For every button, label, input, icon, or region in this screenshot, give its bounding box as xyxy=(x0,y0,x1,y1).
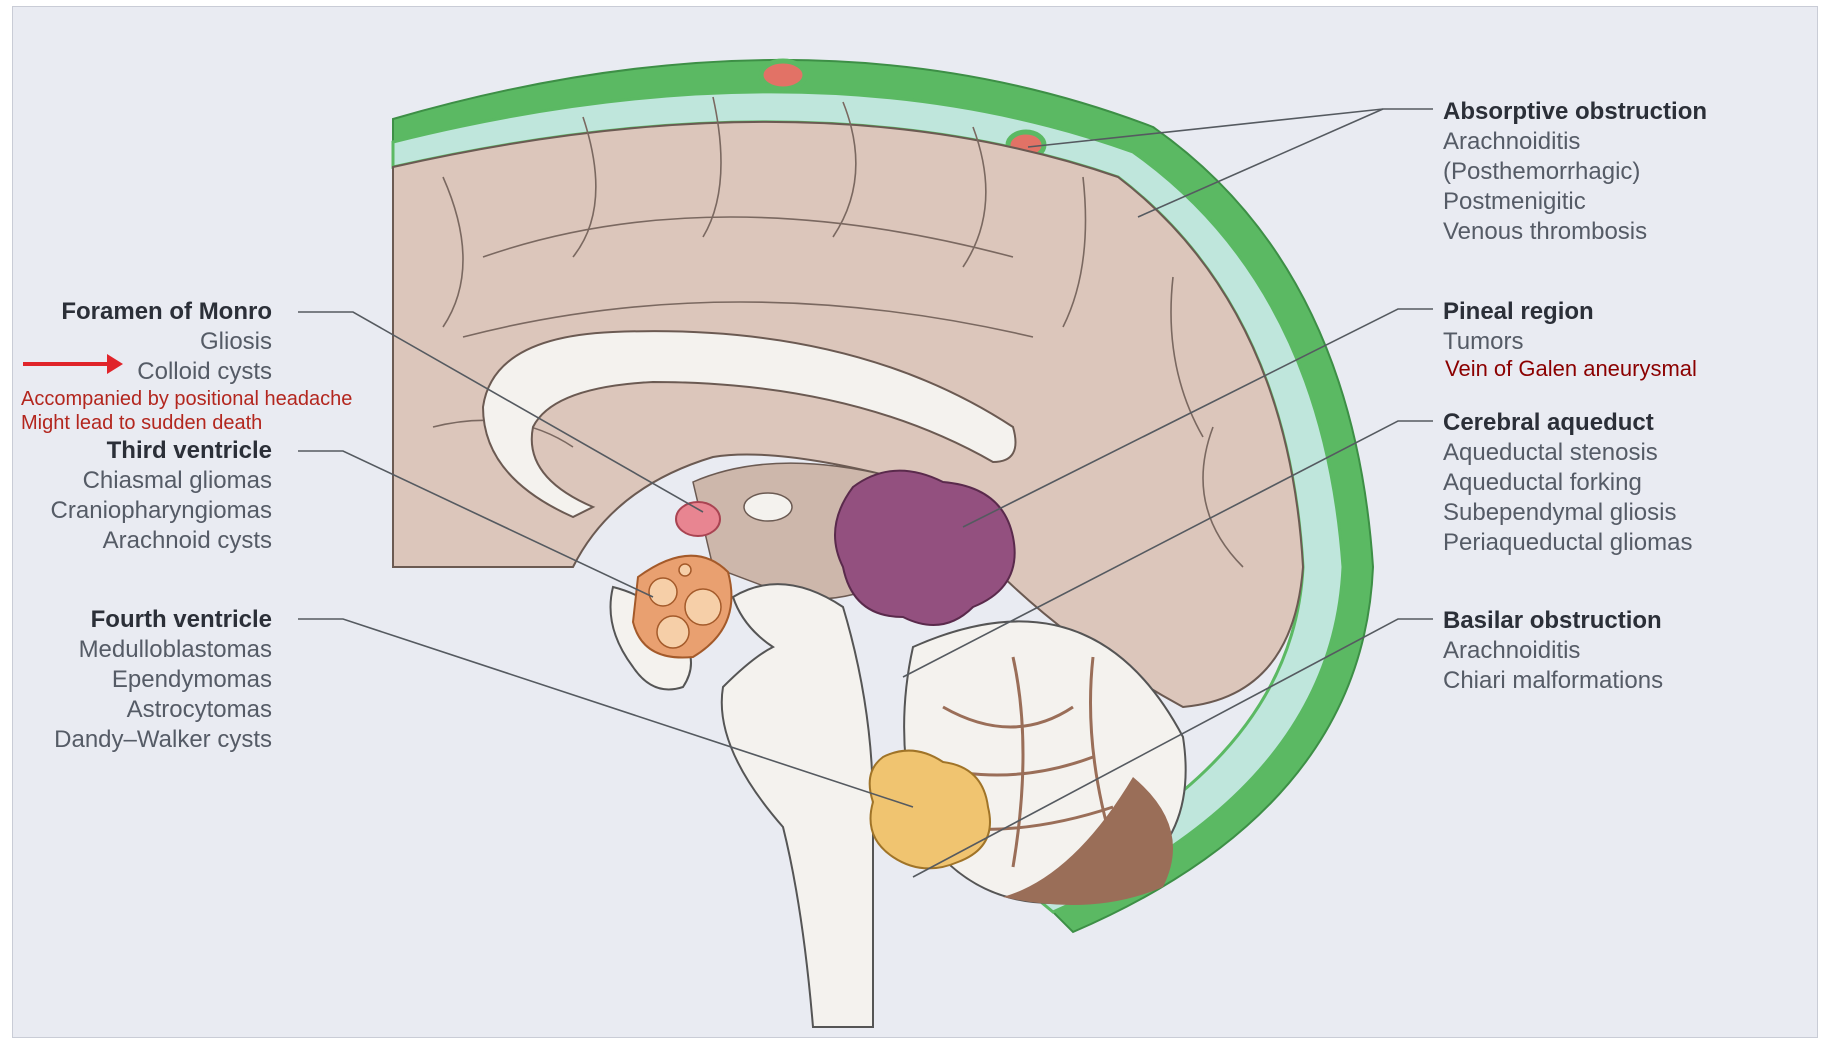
basilar-item-2: Chiari malformations xyxy=(1443,666,1663,696)
third-ventricle-item-2: Craniopharyngiomas xyxy=(51,496,272,526)
foramen-item-gliosis: Gliosis xyxy=(200,327,272,357)
craniopharyngioma xyxy=(633,556,731,658)
basilar-obstruction-heading: Basilar obstruction xyxy=(1443,606,1662,636)
brainstem xyxy=(722,584,873,1027)
foramen-of-monro-heading: Foramen of Monro xyxy=(61,297,272,327)
colloid-annotation-line-2: Might lead to sudden death xyxy=(21,411,262,435)
pineal-item-tumors: Tumors xyxy=(1443,327,1523,357)
absorptive-obstruction-heading: Absorptive obstruction xyxy=(1443,97,1707,127)
pineal-region-heading: Pineal region xyxy=(1443,297,1594,327)
absorptive-item-2: (Posthemorrhagic) xyxy=(1443,157,1640,187)
absorptive-item-1: Arachnoiditis xyxy=(1443,127,1580,157)
fourth-ventricle-heading: Fourth ventricle xyxy=(91,605,272,635)
absorptive-item-4: Venous thrombosis xyxy=(1443,217,1647,247)
aqueduct-item-4: Periaqueductal gliomas xyxy=(1443,528,1692,558)
third-ventricle-heading: Third ventricle xyxy=(107,436,272,466)
foramen-item-colloid-cysts: Colloid cysts xyxy=(137,357,272,387)
fourth-ventricle-item-3: Astrocytomas xyxy=(127,695,272,725)
third-ventricle-item-3: Arachnoid cysts xyxy=(103,526,272,556)
aqueduct-item-3: Subependymal gliosis xyxy=(1443,498,1676,528)
absorptive-item-3: Postmenigitic xyxy=(1443,187,1586,217)
annotation-arrow xyxy=(23,354,123,374)
third-ventricle-item-1: Chiasmal gliomas xyxy=(83,466,272,496)
fourth-ventricle-item-2: Ependymomas xyxy=(112,665,272,695)
figure-panel: Foramen of Monro Gliosis Colloid cysts A… xyxy=(12,6,1818,1038)
basilar-item-1: Arachnoiditis xyxy=(1443,636,1580,666)
aqueduct-item-1: Aqueductal stenosis xyxy=(1443,438,1658,468)
fourth-ventricle-item-4: Dandy–Walker cysts xyxy=(54,725,272,755)
colloid-cyst xyxy=(676,502,720,536)
aqueduct-item-2: Aqueductal forking xyxy=(1443,468,1642,498)
fourth-ventricle-item-1: Medulloblastomas xyxy=(79,635,272,665)
colloid-annotation-line-1: Accompanied by positional headache xyxy=(21,387,352,411)
pineal-annotation: Vein of Galen aneurysmal xyxy=(1445,357,1697,381)
interthalamic-adhesion xyxy=(744,493,792,521)
cerebral-aqueduct-heading: Cerebral aqueduct xyxy=(1443,408,1654,438)
